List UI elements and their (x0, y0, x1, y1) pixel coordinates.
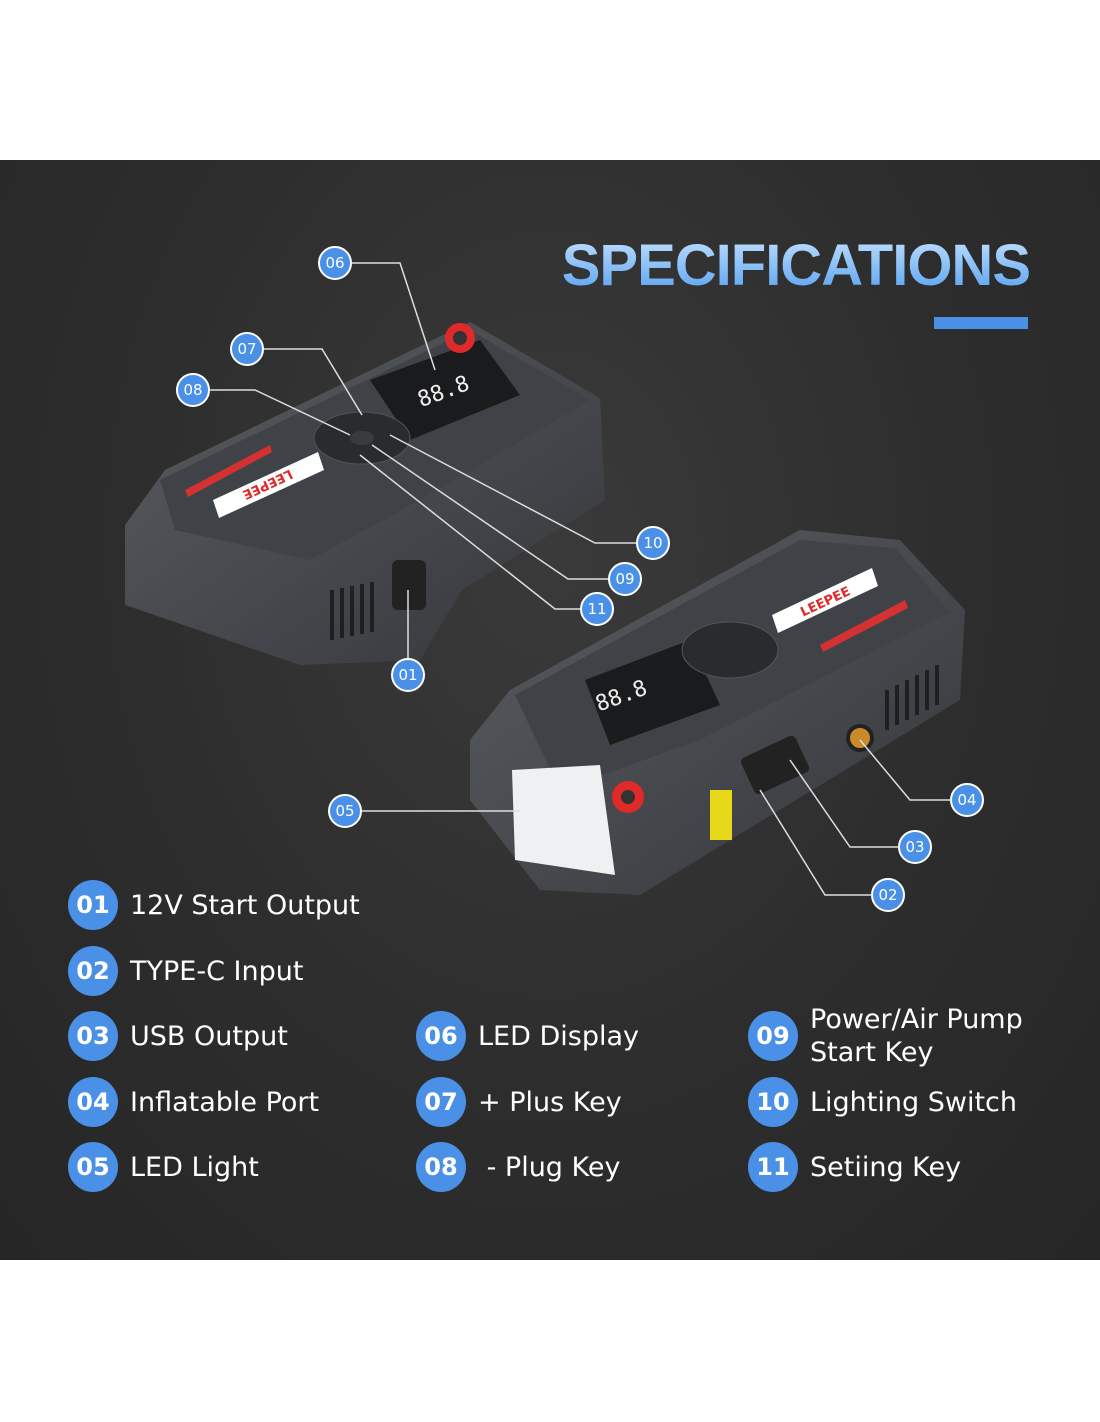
title-underline (934, 317, 1028, 329)
legend-badge: 10 (748, 1077, 798, 1127)
page-title: SPECIFICATIONS (561, 233, 1031, 298)
legend-badge: 03 (68, 1011, 118, 1061)
legend-label: Inflatable Port (130, 1086, 320, 1118)
legend-item-04: 04 Inflatable Port (68, 1077, 319, 1127)
legend-badge: 08 (416, 1142, 466, 1192)
legend-label: 12V Start Output (130, 889, 360, 921)
callout-10: 10 (636, 526, 670, 560)
legend-item-05: 05 LED Light (68, 1142, 259, 1192)
callout-08: 08 (176, 373, 210, 407)
12v-output-port (392, 560, 426, 610)
legend-item-10: 10 Lighting Switch (748, 1077, 1017, 1127)
callout-02: 02 (871, 878, 905, 912)
callout-lines (210, 262, 950, 896)
legend-item-03: 03 USB Output (68, 1011, 288, 1061)
callout-06: 06 (318, 246, 352, 280)
legend-label: - Plug Key (478, 1151, 621, 1183)
legend-label: LED Light (130, 1151, 259, 1183)
legend-item-02: 02 TYPE-C Input (68, 946, 303, 996)
callout-07: 07 (230, 332, 264, 366)
legend-label: LED Display (478, 1020, 639, 1052)
legend-label: Lighting Switch (810, 1086, 1017, 1118)
legend-badge: 09 (748, 1011, 798, 1061)
brand-label-plate (213, 452, 324, 518)
legend-badge: 04 (68, 1077, 118, 1127)
device-bottom-view: 88.8 LEEPEE (470, 530, 965, 895)
legend-label: TYPE-C Input (130, 955, 304, 987)
legend-item-11: 11 Setiing Key (748, 1142, 961, 1192)
legend-badge: 06 (416, 1011, 466, 1061)
callout-11: 11 (580, 592, 614, 626)
legend-item-06: 06 LED Display (416, 1011, 639, 1061)
callout-03: 03 (898, 830, 932, 864)
legend-label: Power/Air Pump Start Key (810, 1004, 1023, 1068)
callout-04: 04 (950, 783, 984, 817)
led-display (370, 340, 520, 440)
legend-label: USB Output (130, 1020, 288, 1052)
legend-label: Setiing Key (810, 1151, 962, 1183)
legend-badge: 07 (416, 1077, 466, 1127)
callout-09: 09 (608, 562, 642, 596)
legend-badge: 11 (748, 1142, 798, 1192)
legend-item-08: 08 - Plug Key (416, 1142, 620, 1192)
legend-label: + Plus Key (478, 1086, 622, 1118)
callout-01: 01 (391, 658, 425, 692)
device-top-view: 88.8 LEEPEE (125, 322, 605, 665)
led-light (512, 765, 615, 875)
legend-badge: 05 (68, 1142, 118, 1192)
callout-05: 05 (328, 794, 362, 828)
legend-item-07: 07 + Plus Key (416, 1077, 622, 1127)
brand-label-plate (772, 568, 878, 633)
legend-badge: 01 (68, 880, 118, 930)
legend-item-01: 01 12V Start Output (68, 880, 360, 930)
legend-badge: 02 (68, 946, 118, 996)
